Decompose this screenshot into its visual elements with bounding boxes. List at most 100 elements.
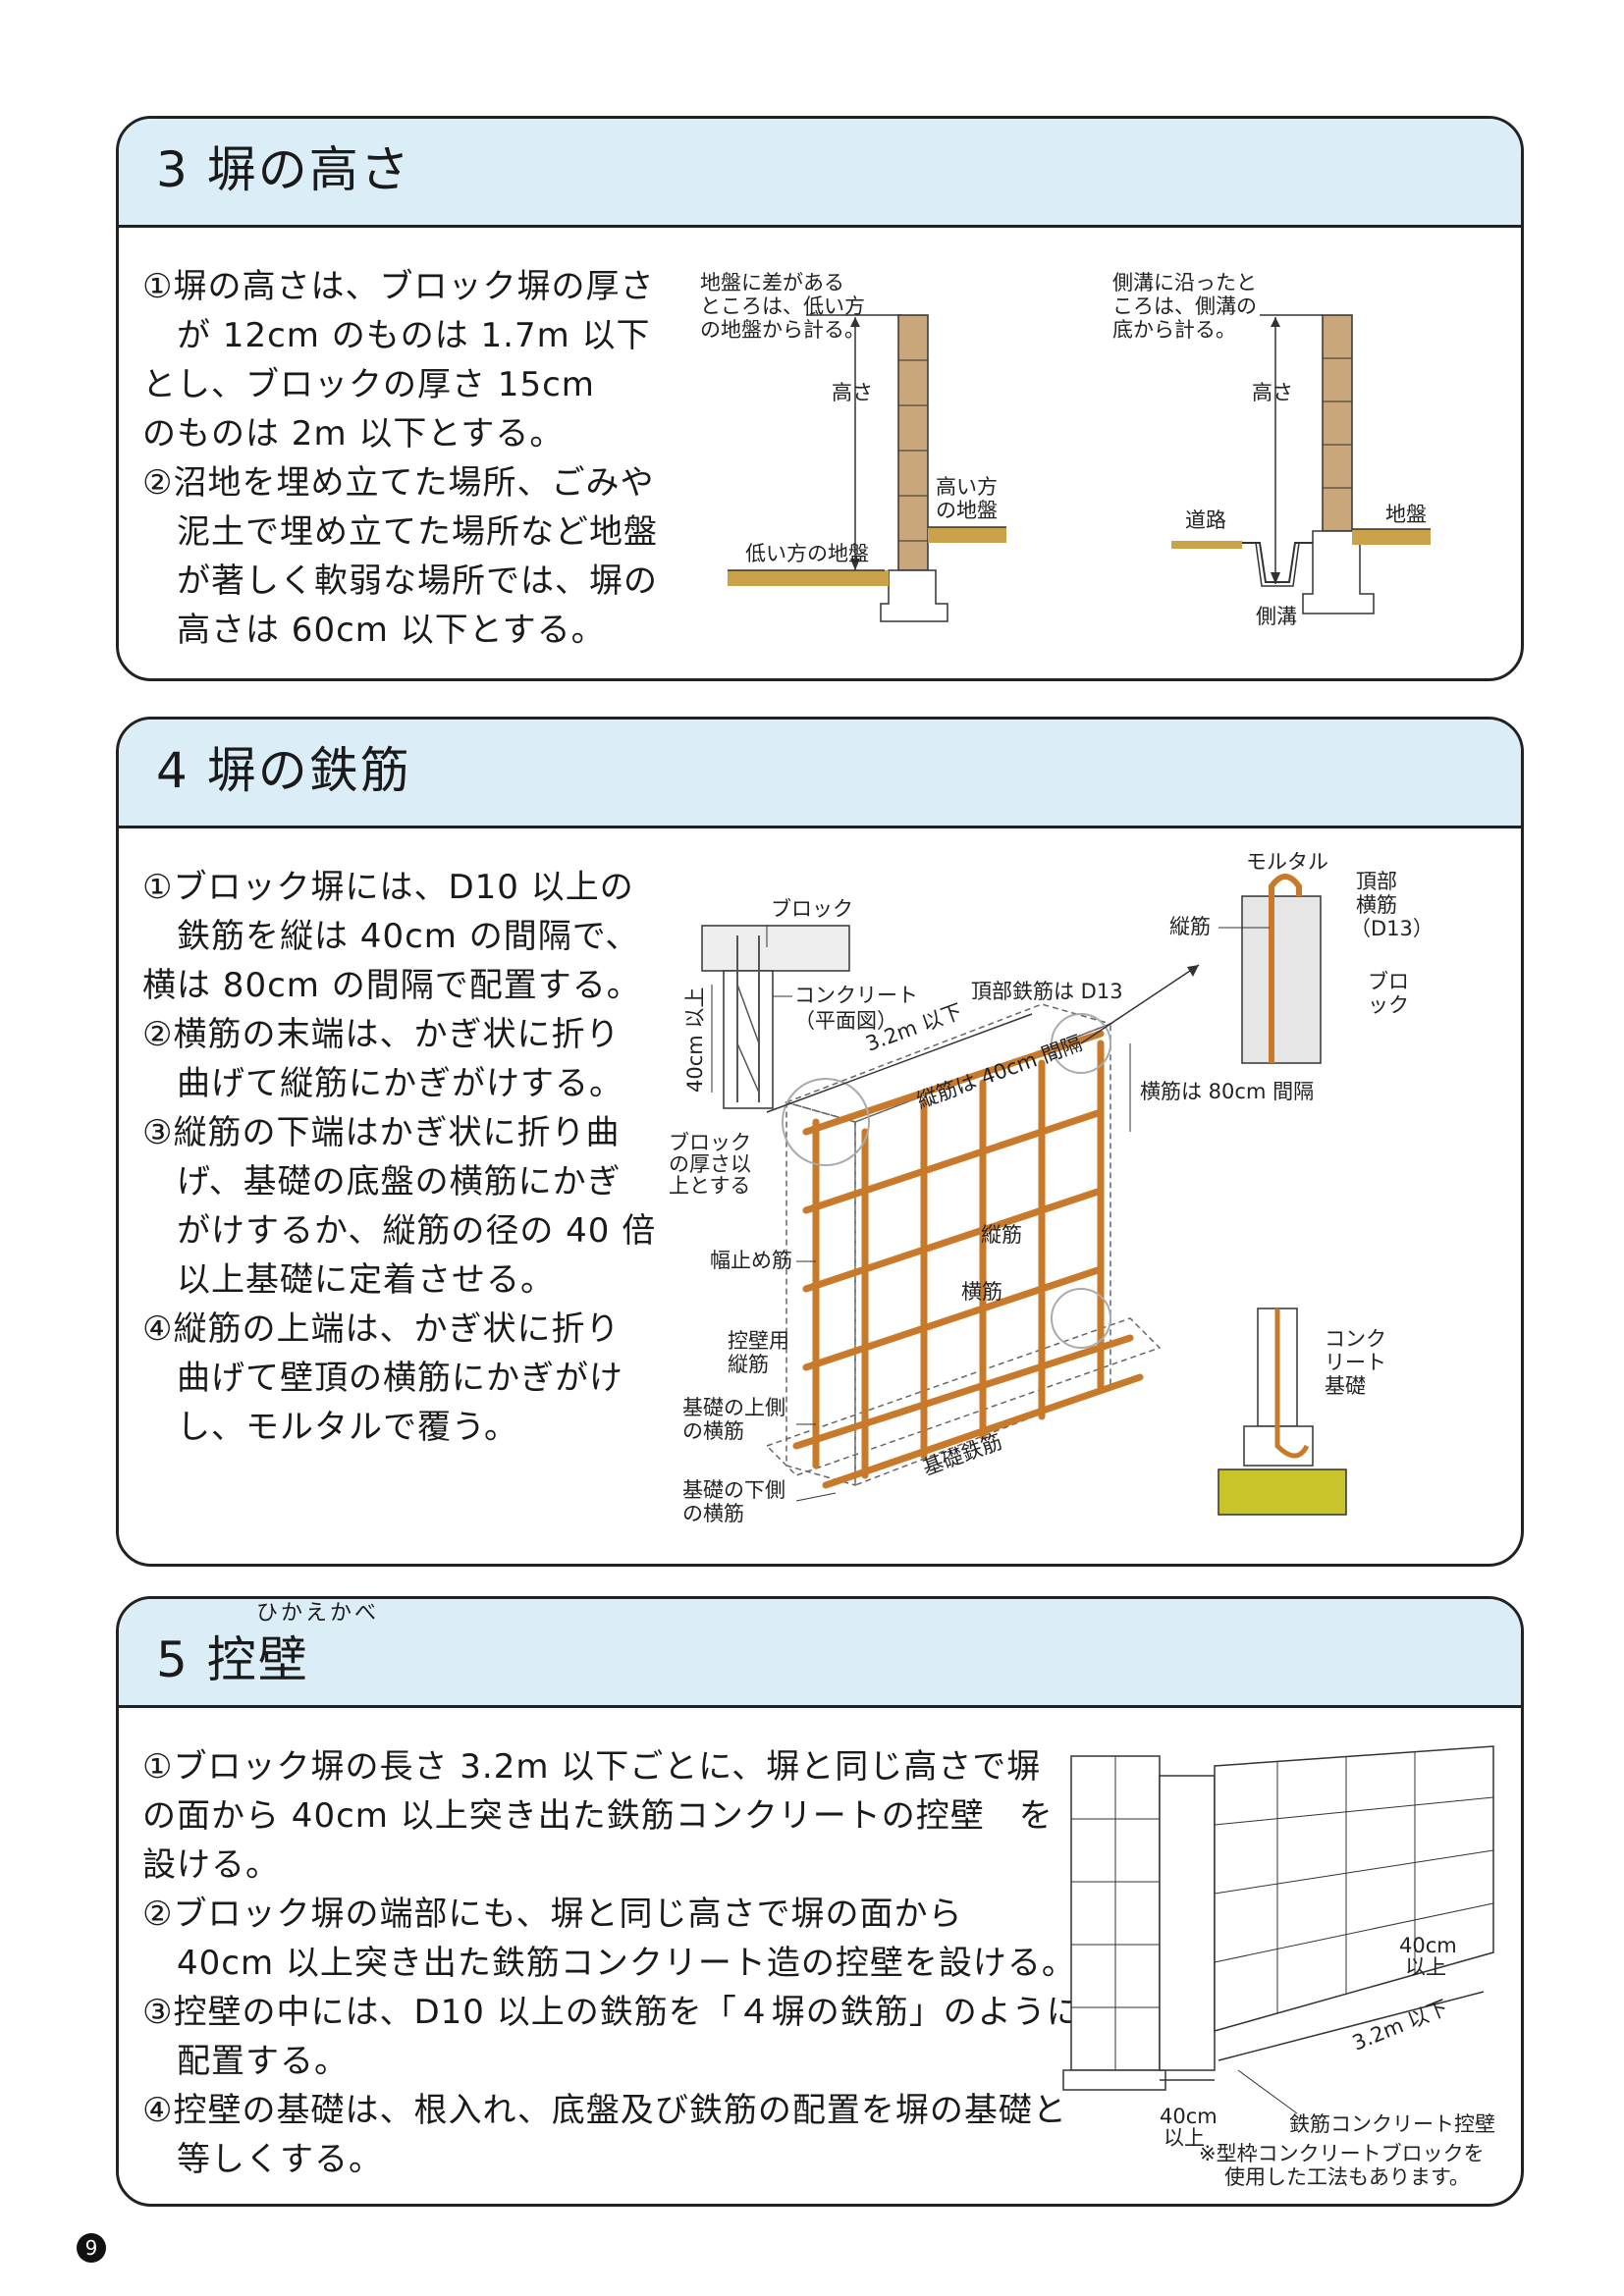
block-detail-label: ブロ	[1368, 970, 1409, 993]
item-line: ②横筋の末端は、かぎ状に折り	[142, 1015, 621, 1054]
top-horizontal-label: （D13）	[1350, 917, 1434, 940]
item-line: ③控壁の中には、D10 以上の鉄筋を「４塀の鉄筋」のように	[142, 1993, 1081, 2032]
section-header: 4 塀の鉄筋	[119, 720, 1521, 828]
horizontal-spacing-label: 横筋は 80cm 間隔	[1140, 1080, 1314, 1103]
section-header: 3 塀の高さ	[119, 119, 1521, 228]
concrete-foundation-label: リート	[1325, 1351, 1386, 1374]
list-item: ③縦筋の下端はかぎ状に折り曲 げ、基礎の底盤の横筋にかぎ がけするか、縦筋の径の…	[142, 1108, 656, 1305]
section-header: ひかえかべ 5 控壁	[119, 1599, 1521, 1708]
height-label: 高さ	[1252, 381, 1293, 404]
section-wall-height: 3 塀の高さ ①塀の高さは、ブロック塀の厚さ が 12cm のものは 1.7m …	[116, 116, 1524, 681]
foundation-top-label: の横筋	[682, 1419, 744, 1443]
title-ruby: ひかえかべ	[256, 1601, 380, 1626]
item-line: ③縦筋の下端はかぎ状に折り曲	[142, 1113, 621, 1152]
horizontal-bar-label: 横筋	[961, 1280, 1002, 1304]
list-item: ①塀の高さは、ブロック塀の厚さ が 12cm のものは 1.7m 以下 とし、ブ…	[142, 262, 654, 458]
item-line: げ、基礎の底盤の横筋にかぎ	[142, 1162, 622, 1201]
list-item: ①ブロック塀の長さ 3.2m 以下ごとに、塀と同じ高さで塀 の面から 40cm …	[142, 1742, 1054, 1890]
depth-label: 40cm	[1160, 2105, 1218, 2128]
length-label: 3.2m 以下	[1349, 1996, 1451, 2056]
diagram-note: 地盤に差がある	[700, 271, 844, 294]
concrete-label: コンクリート	[794, 984, 918, 1007]
section-title: 3 塀の高さ	[156, 141, 411, 198]
depth-label: 以上	[1405, 1955, 1446, 1979]
list-item: ①ブロック塀には、D10 以上の 鉄筋を縦は 40cm の間隔で、 横は 80c…	[142, 863, 641, 1010]
top-rebar-label: 頂部鉄筋は D13	[971, 980, 1123, 1003]
top-horizontal-label: 横筋	[1356, 893, 1397, 917]
diagram-note: ころは、側溝の	[1112, 294, 1257, 318]
list-item: ②沼地を埋め立てた場所、ごみや 泥土で埋め立てた場所など地盤 が著しく軟弱な場所…	[142, 458, 658, 655]
list-item: ③控壁の中には、D10 以上の鉄筋を「４塀の鉄筋」のように 配置する。	[142, 1988, 1081, 2086]
item-line: の面から 40cm 以上突き出た鉄筋コンクリートの控壁 を	[142, 1796, 1054, 1836]
item-line: 40cm 以上突き出た鉄筋コンクリート造の控壁を設ける。	[142, 1944, 1076, 1983]
item-line: ①塀の高さは、ブロック塀の厚さ	[142, 267, 655, 306]
foundation-detail	[1218, 1308, 1347, 1516]
mortar-label: モルタル	[1246, 850, 1328, 874]
block-wall	[1322, 314, 1353, 532]
list-item: ②ブロック塀の端部にも、塀と同じ高さで塀の面から 40cm 以上突き出た鉄筋コン…	[142, 1890, 1076, 1988]
high-ground-label: の地盤	[936, 499, 998, 522]
diagram-note: ところは、低い方	[700, 294, 865, 318]
item-line: 泥土で埋め立てた場所など地盤	[142, 512, 658, 552]
item-line: 鉄筋を縦は 40cm の間隔で、	[142, 917, 640, 956]
gutter-label: 側溝	[1256, 605, 1297, 628]
plan-view-detail	[701, 925, 850, 1109]
item-line: 配置する。	[142, 2042, 349, 2081]
concrete-foundation-label: 基礎	[1325, 1374, 1366, 1398]
section-title: 4 塀の鉄筋	[156, 742, 411, 799]
horizontal-rebars	[792, 1030, 1144, 1489]
vertical-bar-label: 縦筋	[981, 1223, 1022, 1247]
item-line: 高さは 60cm 以下とする。	[142, 611, 606, 650]
item-line: ②ブロック塀の端部にも、塀と同じ高さで塀の面から	[142, 1895, 963, 1934]
section-wall-rebar: 4 塀の鉄筋 ①ブロック塀には、D10 以上の 鉄筋を縦は 40cm の間隔で、…	[116, 717, 1524, 1567]
list-item: ④縦筋の上端は、かぎ状に折り 曲げて壁頂の横筋にかぎがけ し、モルタルで覆う。	[142, 1305, 623, 1452]
item-line: が著しく軟弱な場所では、塀の	[142, 561, 658, 601]
note-label: 使用した工法もあります。	[1224, 2165, 1470, 2188]
road-label: 道路	[1185, 508, 1226, 532]
vertical-label: 縦筋	[1169, 915, 1211, 938]
thickness-label: 上とする	[669, 1174, 750, 1198]
item-line: 横は 80cm の間隔で配置する。	[142, 966, 641, 1005]
item-line: 以上基礎に定着させる。	[142, 1260, 555, 1300]
thickness-label: の厚さ以	[669, 1152, 751, 1176]
low-ground-label: 低い方の地盤	[745, 542, 869, 565]
foundation-bottom-label: 基礎の下側	[682, 1478, 785, 1502]
list-item: ④控壁の基礎は、根入れ、底盤及び鉄筋の配置を塀の基礎と 等しくする。	[142, 2086, 1067, 2184]
list-item: ②横筋の末端は、かぎ状に折り 曲げて縦筋にかぎがけする。	[142, 1010, 623, 1108]
depth-label: 以上	[1164, 2126, 1205, 2150]
vertical-spacing-label: 縦筋は 40cm 間隔	[914, 1032, 1086, 1113]
item-line: が 12cm のものは 1.7m 以下	[142, 316, 651, 355]
item-line: ①ブロック塀の長さ 3.2m 以下ごとに、塀と同じ高さで塀	[142, 1747, 1042, 1787]
high-ground-label: 高い方	[936, 475, 998, 499]
item-line: し、モルタルで覆う。	[142, 1408, 518, 1447]
page-number: 9	[77, 2233, 106, 2263]
wall-height-diagram-gutter: 側溝に沿ったと ころは、側溝の 底から計る。 高さ 道路 地盤 側溝	[1112, 271, 1431, 628]
item-line: 曲げて壁頂の横筋にかぎがけ	[142, 1359, 623, 1398]
thickness-label: ブロック	[669, 1131, 751, 1154]
section-title: 5 控壁	[156, 1631, 309, 1688]
wall-height-diagram-ground: 地盤に差がある ところは、低い方 の地盤から計る。 高さ 高い方 の地盤 低い方…	[700, 271, 1006, 622]
spacing-label: 40cm 以上	[683, 988, 707, 1093]
section-buttress: ひかえかべ 5 控壁 ①ブロック塀の長さ 3.2m 以下ごとに、塀と同じ高さで塀…	[116, 1596, 1524, 2207]
plan-label: （平面図）	[794, 1009, 897, 1033]
length-label: 3.2m 以下	[863, 999, 966, 1056]
rc-buttress-label: 鉄筋コンクリート控壁	[1289, 2112, 1495, 2136]
item-line: ①ブロック塀には、D10 以上の	[142, 868, 634, 907]
concrete-foundation-label: コンク	[1325, 1327, 1386, 1351]
width-stop-label: 幅止め筋	[710, 1249, 792, 1272]
buttress-vertical-label: 縦筋	[728, 1353, 769, 1376]
item-line: ④控壁の基礎は、根入れ、底盤及び鉄筋の配置を塀の基礎と	[142, 2091, 1067, 2130]
foundation-top-label: 基礎の上側	[682, 1396, 785, 1419]
note-label: ※型枠コンクリートブロックを	[1199, 2142, 1485, 2165]
rebar-diagram: ブロック コンクリート （平面図） 40cm 以上 ブロック の厚さ以 上とする	[669, 850, 1434, 1525]
item-line: 設ける。	[142, 1845, 280, 1885]
vertical-rebars	[812, 1040, 1105, 1479]
item-line: がけするか、縦筋の径の 40 倍	[142, 1211, 657, 1251]
foundation-bottom-label: の横筋	[682, 1502, 744, 1525]
item-line: とし、ブロックの厚さ 15cm	[142, 365, 595, 404]
top-detail	[1241, 874, 1322, 1064]
height-label: 高さ	[832, 381, 873, 404]
depth-label: 40cm	[1399, 1934, 1457, 1957]
item-line: のものは 2m 以下とする。	[142, 414, 565, 454]
top-horizontal-label: 頂部	[1356, 870, 1397, 893]
